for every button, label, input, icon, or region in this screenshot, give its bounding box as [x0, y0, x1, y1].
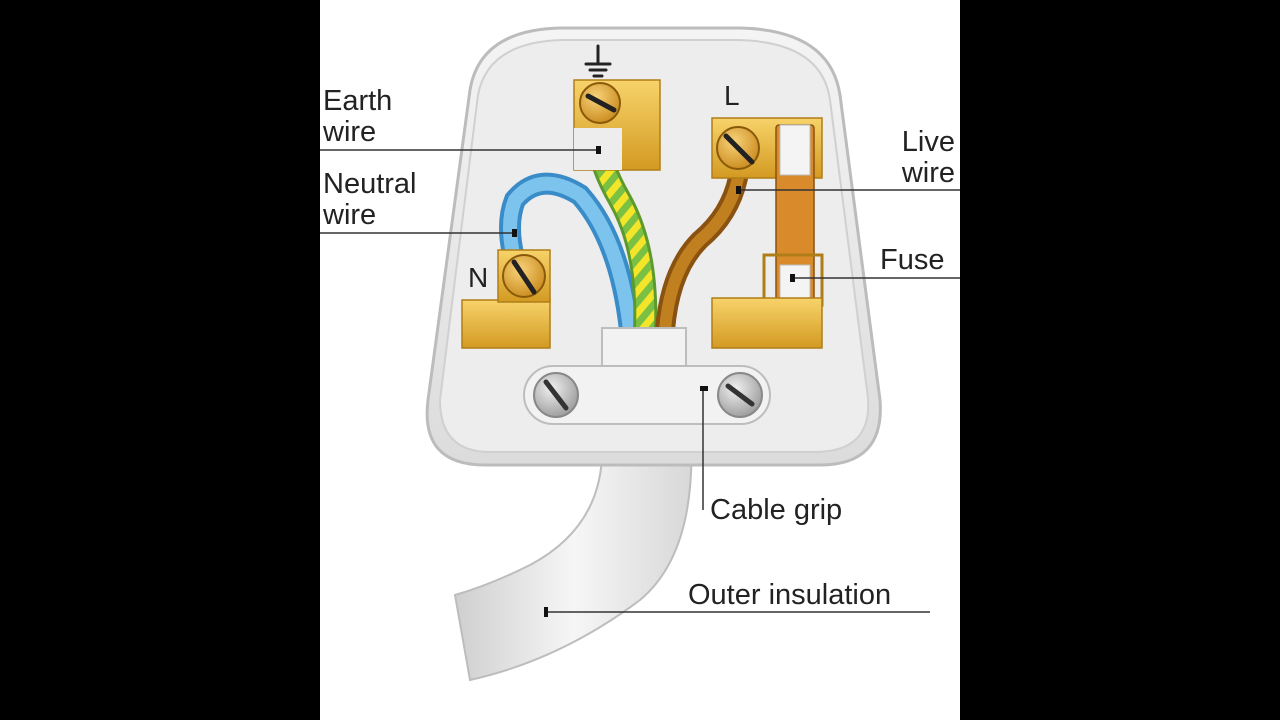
earth-ground-icon — [584, 44, 612, 78]
neutral-terminal-base — [461, 299, 551, 349]
cable-grip — [523, 365, 771, 425]
cable-grip-label: Cable grip — [710, 494, 843, 526]
inner-sleeve — [601, 327, 687, 369]
outer-insulation-label: Outer insulation — [688, 579, 892, 611]
neutral-wire-label: Neutral wire — [323, 168, 417, 231]
earth-wire-label: Earth wire — [323, 85, 393, 148]
neutral-terminal-marker: N — [468, 262, 489, 293]
leader-lines — [320, 149, 960, 613]
fuse-terminal-base — [711, 297, 823, 349]
fuse-label: Fuse — [880, 244, 945, 276]
live-terminal-marker: L — [724, 80, 740, 111]
live-wire-label: Live wire — [901, 126, 955, 189]
outer-cable — [453, 419, 693, 682]
